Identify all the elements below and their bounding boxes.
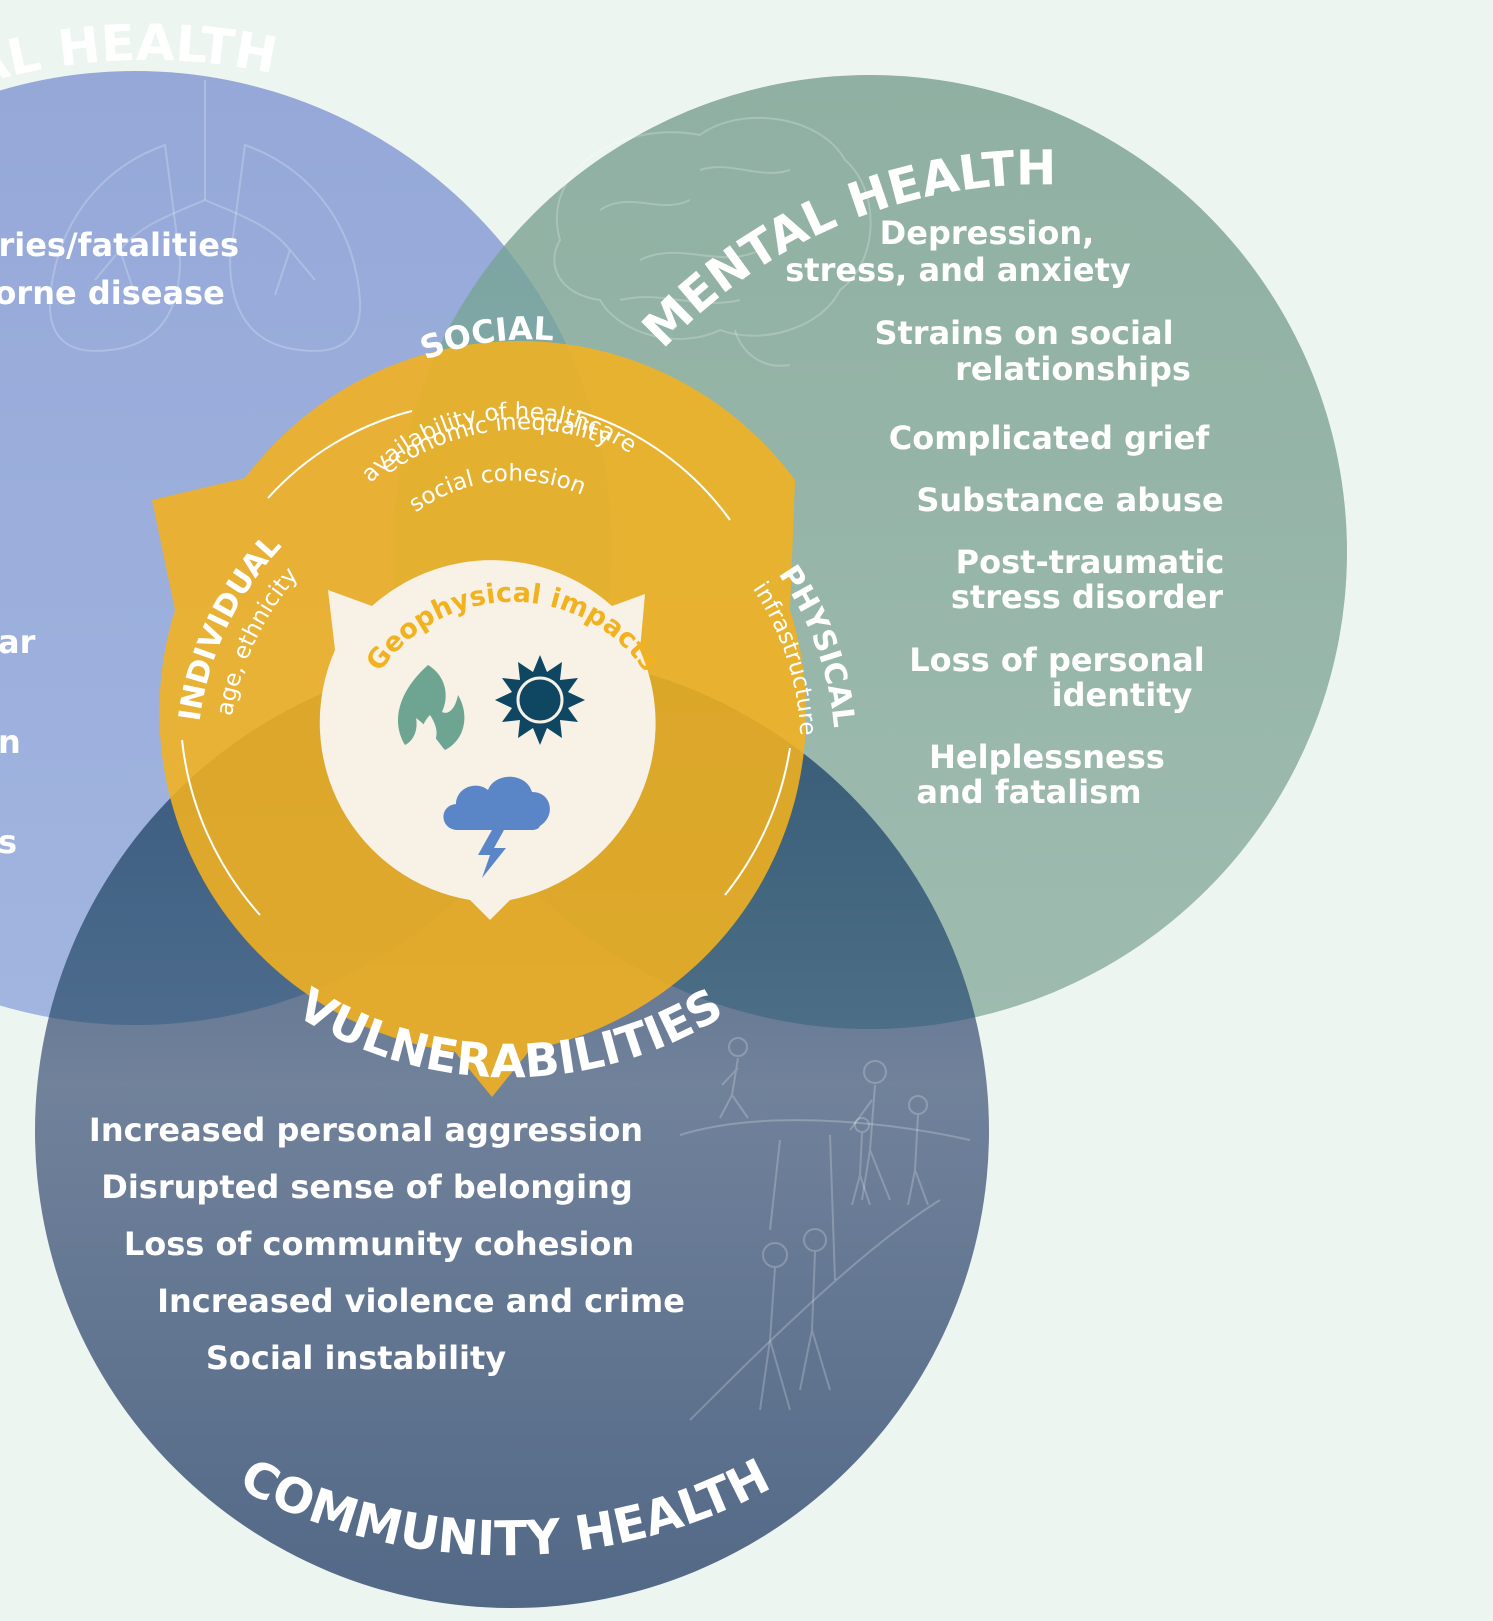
lungs-icon (48, 80, 362, 352)
list-item: Complicated grief (889, 419, 1211, 457)
mental-health-list: Depression, stress, and anxiety Strains … (785, 214, 1224, 811)
ring-line (267, 410, 413, 499)
list-item: Increased personal aggression (89, 1111, 643, 1149)
list-item: Helplessness (929, 738, 1165, 776)
people-walking-icon (679, 1037, 971, 1421)
list-item: Post-traumatic (956, 543, 1225, 581)
community-health-list: Increased personal aggression Disrupted … (89, 1111, 685, 1377)
list-item: Injuries/fatalities (0, 226, 239, 264)
storm-cloud-icon (443, 776, 550, 878)
list-item: ar (0, 623, 36, 661)
list-item: Strains on social (874, 314, 1173, 352)
sun-icon (495, 655, 585, 745)
list-item: Substance abuse (916, 481, 1223, 519)
list-item: and fatalism (916, 773, 1141, 811)
list-item: stress, and anxiety (785, 251, 1131, 289)
fire-icon (398, 665, 465, 750)
list-item: relationships (955, 350, 1191, 388)
list-item: stress disorder (951, 578, 1223, 616)
list-item: Loss of personal (909, 641, 1204, 679)
list-item: n (0, 723, 21, 761)
brain-icon (553, 116, 872, 367)
list-item: s (0, 823, 17, 861)
list-item: Increased violence and crime (157, 1282, 685, 1320)
geophysical-shape (319, 560, 656, 920)
ring-line (724, 747, 791, 896)
physical-health-list: Injuries/fatalities Airborne disease ar … (0, 226, 239, 861)
list-item: identity (1052, 676, 1193, 714)
list-item: Airborne disease (0, 274, 225, 312)
list-item: Depression, (880, 214, 1095, 252)
list-item: Disrupted sense of belonging (101, 1168, 632, 1206)
ring-line (181, 739, 261, 916)
ring-line (576, 410, 731, 521)
list-item: Loss of community cohesion (124, 1225, 634, 1263)
list-item: Social instability (206, 1339, 506, 1377)
